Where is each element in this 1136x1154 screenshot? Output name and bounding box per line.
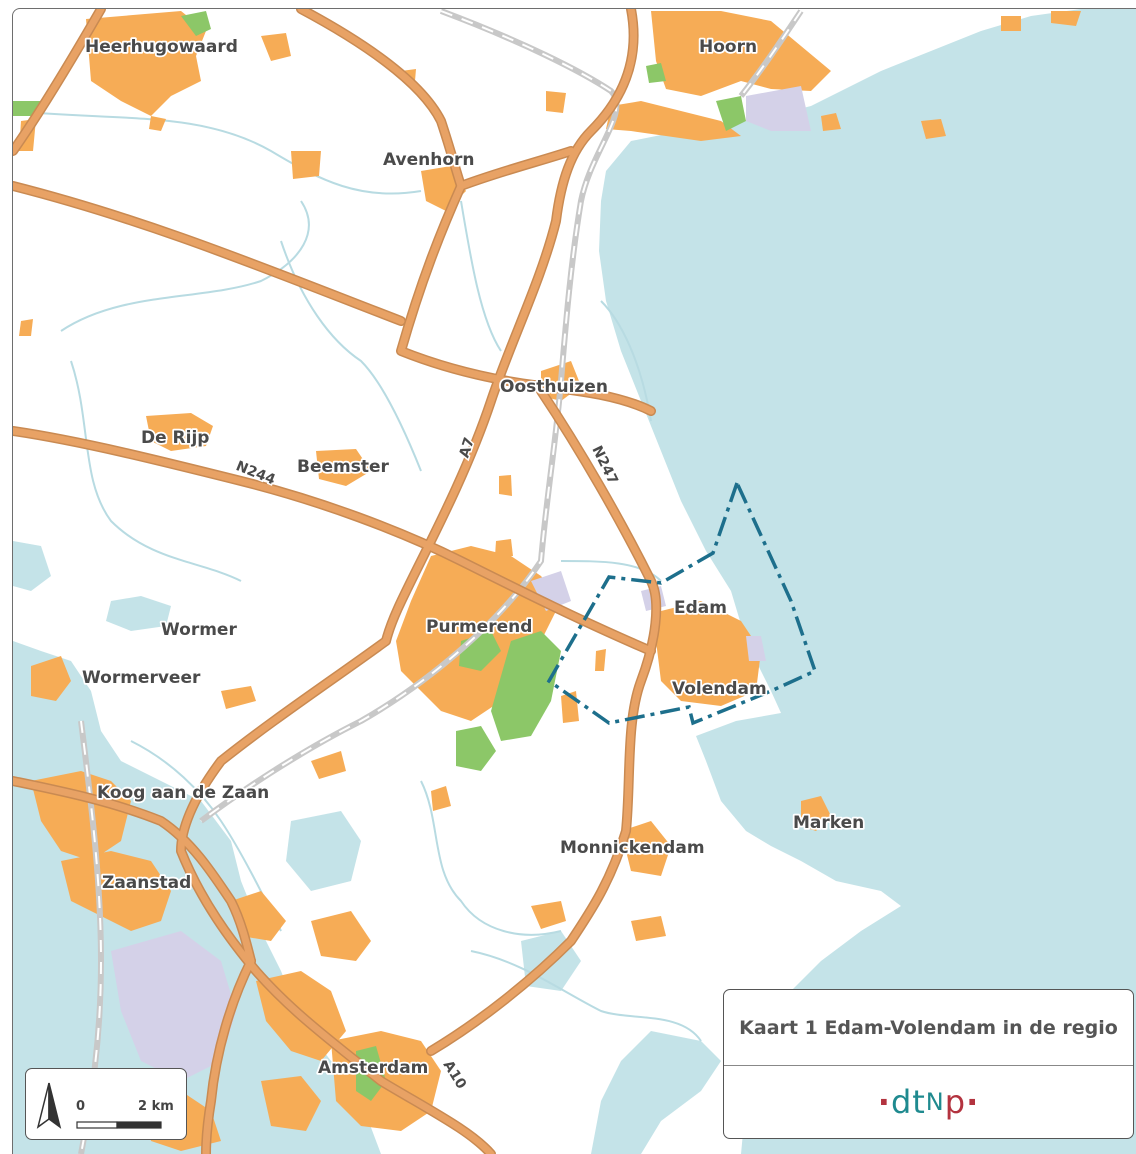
water-wormer-meer: [106, 596, 171, 631]
place-label-oosthuizen: Oosthuizen: [500, 377, 608, 397]
logo-dot-right: ·: [966, 1083, 980, 1121]
scale-start-label: 0: [76, 1099, 86, 1114]
lake-markermeer: [599, 9, 1136, 1154]
scale-bar: [76, 1121, 162, 1129]
water-west-strip: [13, 541, 51, 591]
scale-end-label: 2 km: [138, 1099, 174, 1114]
road-network: [13, 9, 662, 1154]
place-label-wormerveer: Wormerveer: [82, 668, 201, 688]
place-label-hoorn: Hoorn: [699, 37, 757, 57]
place-label-purmerend: Purmerend: [426, 617, 532, 637]
logo-dot-left: ·: [877, 1083, 891, 1121]
logo-text-n: N: [925, 1088, 945, 1116]
map-canvas[interactable]: A7 N244 N247 A10 Heerhugowaard Hoorn Ave…: [13, 9, 1136, 1154]
place-label-heerhugowaard: Heerhugowaard: [85, 37, 238, 57]
industrial-areas: [111, 86, 811, 1081]
place-label-koog-aan-de-zaan: Koog aan de Zaan: [97, 783, 269, 803]
water-south-basin: [591, 1031, 721, 1154]
north-arrow-icon: [36, 1082, 62, 1129]
scale-bar-box: 0 2 km: [25, 1068, 187, 1140]
place-label-marken: Marken: [793, 813, 864, 833]
place-label-zaanstad: Zaanstad: [102, 873, 191, 893]
place-label-edam: Edam: [674, 598, 727, 618]
place-label-amsterdam: Amsterdam: [318, 1058, 428, 1078]
logo-text-p: p: [944, 1083, 967, 1121]
place-label-volendam: Volendam: [672, 679, 767, 699]
municipality-boundary: [546, 478, 818, 726]
place-label-avenhorn: Avenhorn: [383, 150, 475, 170]
road-label-a10: A10: [440, 1058, 470, 1092]
polder-waterways: [13, 110, 702, 1042]
map-frame: A7 N244 N247 A10 Heerhugowaard Hoorn Ave…: [12, 8, 1136, 1154]
place-label-de-rijp: De Rijp: [141, 428, 209, 448]
logo-text-dt: dt: [890, 1083, 926, 1121]
place-label-wormer: Wormer: [161, 620, 237, 640]
place-label-beemster: Beemster: [297, 457, 390, 477]
water-south-pools: [286, 811, 361, 891]
map-title: Kaart 1 Edam-Volendam in de regio: [724, 990, 1133, 1066]
place-label-monnickendam: Monnickendam: [560, 838, 705, 858]
